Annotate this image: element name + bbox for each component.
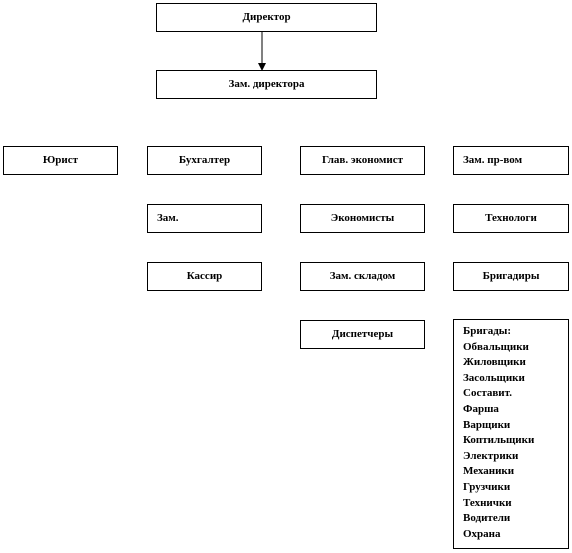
brigades-box: Бригады: Обвальщики Жиловщики Засольщики… (453, 319, 569, 549)
brigade-item: Фарша (463, 402, 499, 415)
deputy-director-box: Зам. директора (156, 70, 377, 99)
brigade-item: Водители (463, 512, 511, 525)
cashier-box: Кассир (147, 262, 262, 291)
brigade-item: Коптильщики (463, 434, 535, 447)
brigade-item: Жиловщики (463, 356, 526, 369)
lawyer-box: Юрист (3, 146, 118, 175)
brigade-item: Технички (463, 496, 512, 509)
deputy-production-box: Зам. пр-вом (453, 146, 569, 175)
chief-economist-box: Глав. экономист (300, 146, 425, 175)
technologists-box: Технологи (453, 204, 569, 233)
brigade-item: Варщики (463, 418, 511, 431)
brigade-item: Механики (463, 465, 515, 478)
accountant-box: Бухгалтер (147, 146, 262, 175)
deputy-warehouse-box: Зам. складом (300, 262, 425, 291)
brigade-item: Грузчики (463, 480, 511, 493)
economists-box: Экономисты (300, 204, 425, 233)
director-box: Директор (156, 3, 377, 32)
brigade-item: Составит. (463, 387, 512, 400)
brigade-item: Обвальщики (463, 340, 529, 353)
deputy-accountant-box: Зам. (147, 204, 262, 233)
foremen-box: Бригадиры (453, 262, 569, 291)
dispatchers-box: Диспетчеры (300, 320, 425, 349)
brigades-header: Бригады: (463, 325, 512, 337)
brigade-item: Электрики (463, 449, 519, 462)
brigade-item: Засольщики (463, 371, 525, 384)
brigade-item: Охрана (463, 527, 501, 540)
